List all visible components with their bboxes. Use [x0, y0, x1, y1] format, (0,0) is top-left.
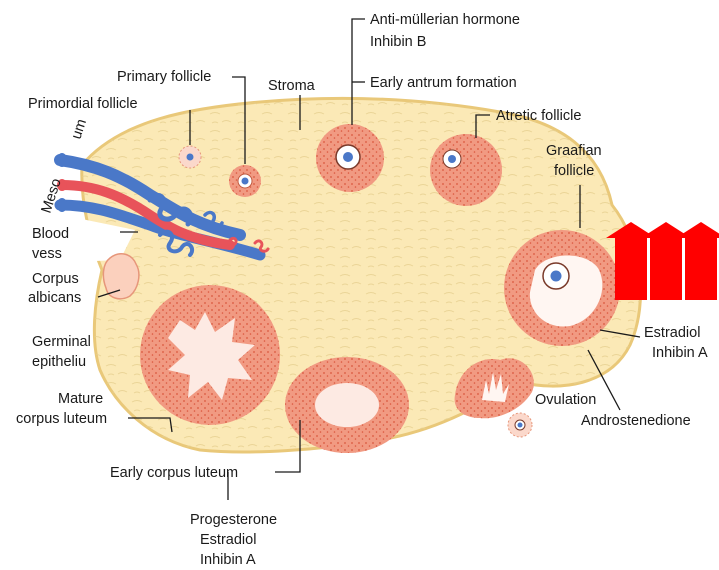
label-germinal-2: epitheliu [32, 354, 86, 370]
label-corpus-albicans-1: Corpus [32, 271, 79, 287]
label-mesovarium-tail: um [69, 117, 90, 141]
label-cl-hormone-1: Progesterone [190, 512, 277, 528]
red-up-arrows [606, 222, 719, 300]
label-estradiol: Estradiol [644, 325, 700, 341]
label-germinal-1: Germinal [32, 334, 91, 350]
label-primordial-follicle: Primordial follicle [28, 96, 138, 112]
label-primary-follicle: Primary follicle [117, 69, 211, 85]
label-mature-cl-1: Mature [58, 391, 103, 407]
atretic-follicle [430, 134, 502, 206]
label-early-corpus-luteum: Early corpus luteum [110, 465, 238, 481]
label-mature-cl-2: corpus luteum [16, 411, 107, 427]
label-inhibin-a: Inhibin A [652, 345, 708, 361]
label-ovulation: Ovulation [535, 392, 596, 408]
label-amh-2: Inhibin B [370, 34, 426, 50]
label-early-antrum: Early antrum formation [370, 75, 517, 91]
label-amh-1: Anti-müllerian hormone [370, 12, 520, 28]
primordial-follicle [179, 146, 201, 168]
label-cl-hormone-3: Inhibin A [200, 552, 256, 568]
label-androstenedione: Androstenedione [581, 413, 691, 429]
label-graafian-1: Graafian [546, 143, 602, 159]
corpus-albicans [103, 254, 139, 299]
early-antrum-follicle [316, 124, 384, 192]
graafian-follicle [504, 230, 620, 346]
primary-follicle [229, 165, 261, 197]
early-corpus-luteum [285, 357, 409, 453]
label-stroma: Stroma [268, 78, 316, 94]
label-atretic-follicle: Atretic follicle [496, 108, 581, 124]
label-blood-vessels-1: Blood [32, 226, 69, 242]
label-graafian-2: follicle [554, 163, 594, 179]
label-corpus-albicans-2: albicans [28, 290, 81, 306]
mature-corpus-luteum [140, 285, 280, 425]
label-cl-hormone-2: Estradiol [200, 532, 256, 548]
label-blood-vessels-2: vess [32, 246, 62, 262]
